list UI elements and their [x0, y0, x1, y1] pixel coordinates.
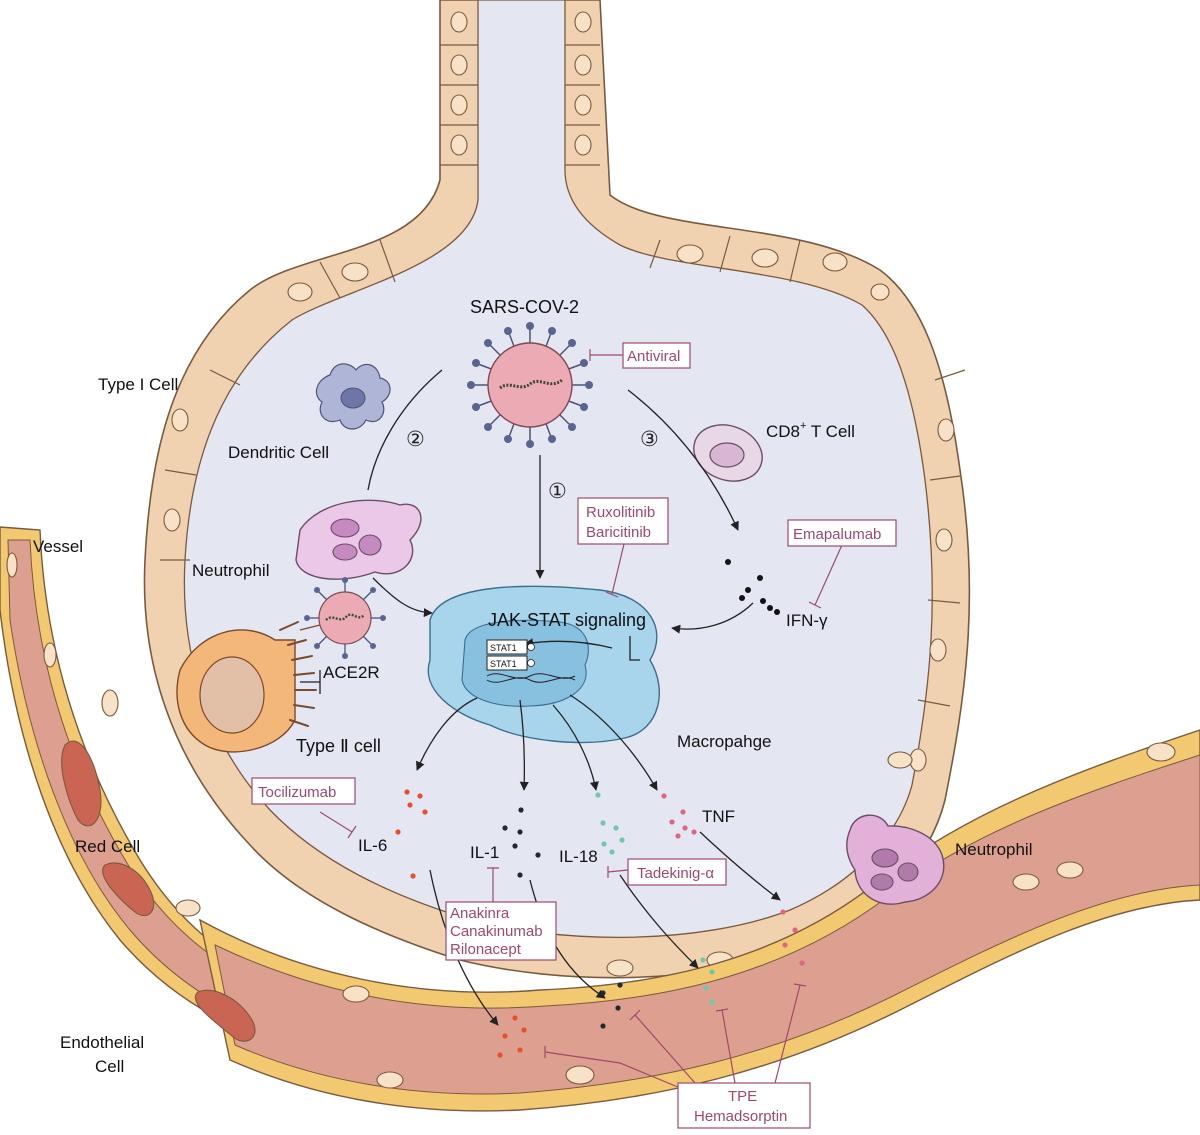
- stat1-label-b: STAT1: [490, 659, 517, 669]
- macrophage-label: Macropahge: [677, 732, 772, 751]
- cd8-t-cell: [693, 424, 763, 482]
- tnf-label: TNF: [702, 807, 735, 826]
- emapalumab-box: [787, 519, 897, 547]
- il18-label: IL-18: [559, 847, 598, 866]
- ifn-label: IFN-γ: [786, 611, 828, 630]
- il1-label: IL-1: [470, 843, 499, 862]
- stat1-boxes: [486, 639, 535, 671]
- rilonacept-label: Rilonacept: [450, 941, 522, 958]
- il1-dots: [502, 807, 623, 1029]
- tnf-dots: [661, 793, 805, 966]
- airway-nuclei: [163, 11, 955, 977]
- sars-cov-2-virus: [467, 322, 593, 448]
- tocilizumab-box: [251, 777, 356, 805]
- tocilizumab-label: Tocilizumab: [258, 784, 336, 801]
- type2-cell: [176, 615, 321, 753]
- canakinumab-label: Canakinumab: [450, 923, 543, 940]
- airway-cells: [160, 44, 966, 707]
- stat1-label-a: STAT1: [490, 643, 517, 653]
- dendritic-cell-label: Dendritic Cell: [228, 443, 329, 462]
- pathway-1-marker: ①: [548, 480, 567, 503]
- il18-dots: [595, 792, 715, 1005]
- ruxolitinib-box: [577, 497, 669, 545]
- vessel-bottom: [6, 552, 1200, 1112]
- neutrophil-right-label: Neutrophil: [955, 840, 1033, 859]
- vessel-bottom-lumen: [214, 754, 1200, 1095]
- hemadsorptin-label: Hemadsorptin: [694, 1108, 787, 1125]
- neutrophil-left-cell: [295, 499, 422, 580]
- cd8-main: CD8: [766, 422, 800, 441]
- antiviral-box: [622, 342, 691, 369]
- tpe-box: [677, 1082, 811, 1129]
- type1-cell-label: Type I Cell: [98, 375, 178, 394]
- endothelial-label-line2: Cell: [95, 1057, 124, 1076]
- type2-cell-label: Type Ⅱ cell: [296, 736, 381, 756]
- tadekinig-box: [627, 858, 727, 886]
- ruxolitinib-label: Ruxolitinib: [586, 504, 655, 521]
- neutrophil-left-label: Neutrophil: [192, 561, 270, 580]
- jak-stat-label: JAK-STAT signaling: [488, 610, 646, 630]
- sars-cov-2-bound-virus: [304, 577, 386, 659]
- pathway-2-marker: ②: [406, 428, 425, 451]
- red-cell-label: Red Cell: [75, 837, 140, 856]
- cd8-t-cell-label: CD8+ T Cell: [766, 420, 855, 441]
- ace2r-label: ACE2R: [323, 663, 380, 682]
- anakinra-label: Anakinra: [450, 905, 510, 922]
- cd8-sup: +: [800, 420, 806, 432]
- endothelial-nuclei: [6, 552, 1176, 1089]
- cd8-rest: T Cell: [806, 422, 855, 441]
- red-cells: [61, 740, 256, 1042]
- tadekinig-label: Tadekinig-α: [637, 865, 714, 882]
- inhibition-lines: [319, 349, 843, 1091]
- pathway-arrows: [300, 369, 781, 1026]
- pathway-3-marker: ③: [640, 428, 659, 451]
- alveolus: [143, 0, 971, 979]
- il6-dots: [395, 789, 527, 1058]
- anakinra-box: [445, 901, 557, 961]
- virus-label: SARS-COV-2: [470, 297, 579, 317]
- ifn-dots: [725, 559, 780, 615]
- alveolar-lumen: [183, 0, 933, 938]
- endothelial-label-line1: Endothelial: [60, 1033, 144, 1052]
- neutrophil-right-cell: [846, 814, 945, 905]
- il6-label: IL-6: [358, 836, 387, 855]
- baricitinib-label: Baricitinib: [586, 524, 651, 541]
- vessel-label: Vessel: [33, 537, 83, 556]
- antiviral-label: Antiviral: [627, 348, 680, 365]
- emapalumab-label: Emapalumab: [793, 526, 881, 543]
- dendritic-cell: [315, 363, 391, 430]
- tpe-label: TPE: [728, 1088, 757, 1105]
